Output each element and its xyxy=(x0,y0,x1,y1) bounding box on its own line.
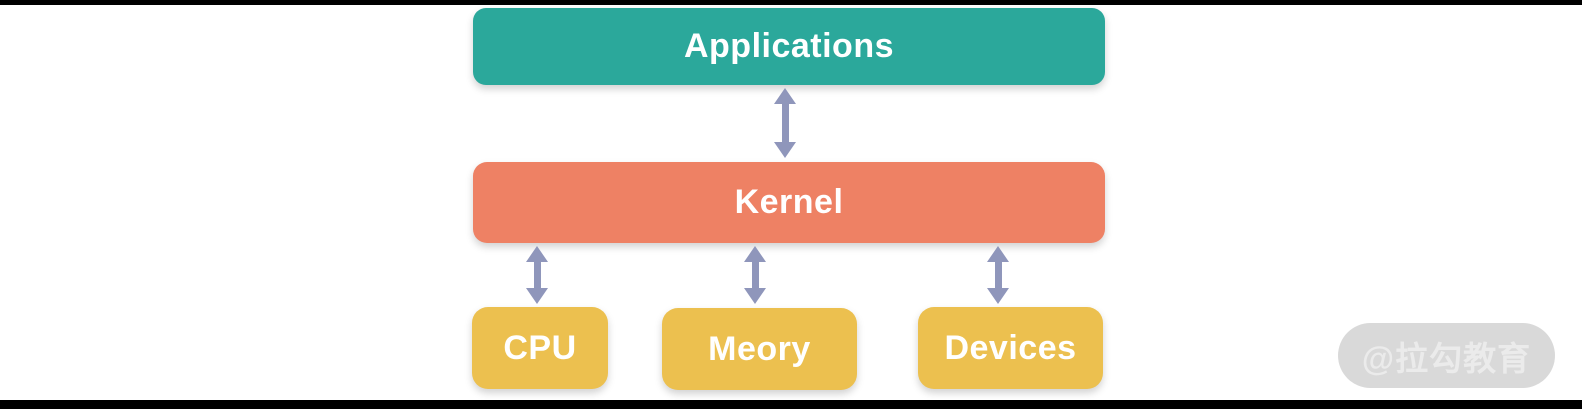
arrowhead-down-icon xyxy=(987,288,1009,304)
arrow-kernel-devices xyxy=(987,246,1009,304)
arrowhead-up-icon xyxy=(744,246,766,262)
arrow-kernel-cpu xyxy=(526,246,548,304)
arrow-shaft xyxy=(533,262,541,288)
watermark-badge: @拉勾教育 xyxy=(1338,323,1555,388)
node-applications-label: Applications xyxy=(683,27,895,65)
node-memory: Meory xyxy=(662,308,857,390)
arrow-shaft xyxy=(781,104,789,142)
arrow-shaft xyxy=(751,262,759,288)
bottom-frame-bar xyxy=(0,400,1582,409)
node-cpu-label: CPU xyxy=(503,328,577,367)
arrowhead-up-icon xyxy=(526,246,548,262)
arrowhead-down-icon xyxy=(774,142,796,158)
node-kernel: Kernel xyxy=(473,162,1105,243)
node-devices: Devices xyxy=(918,307,1103,389)
node-kernel-label: Kernel xyxy=(734,183,844,221)
arrowhead-down-icon xyxy=(744,288,766,304)
arrow-applications-kernel xyxy=(774,88,796,158)
node-cpu: CPU xyxy=(472,307,608,389)
arrowhead-down-icon xyxy=(526,288,548,304)
watermark-label: @拉勾教育 xyxy=(1361,339,1532,377)
node-devices-label: Devices xyxy=(944,328,1077,367)
node-applications: Applications xyxy=(473,8,1105,85)
arrowhead-up-icon xyxy=(774,88,796,104)
arrow-shaft xyxy=(994,262,1002,288)
arrowhead-up-icon xyxy=(987,246,1009,262)
arrow-kernel-memory xyxy=(744,246,766,304)
top-frame-bar xyxy=(0,0,1582,5)
node-memory-label: Meory xyxy=(708,329,811,368)
